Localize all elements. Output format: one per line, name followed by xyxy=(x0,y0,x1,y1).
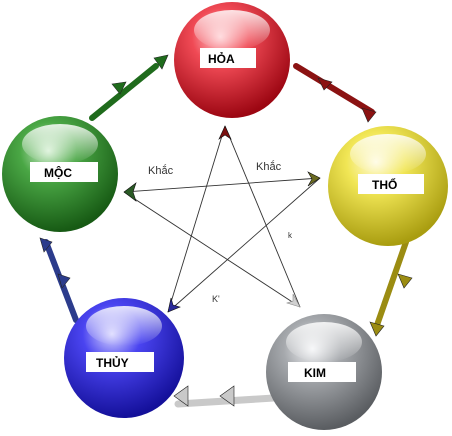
arrow-tho-to-kim xyxy=(369,239,413,337)
label-box-hoa xyxy=(200,48,256,68)
label-box-moc xyxy=(30,162,98,182)
arrow-moc-to-hoa xyxy=(89,54,169,121)
controlling-arrowheads xyxy=(123,125,321,313)
label-k-thuy-hoa: K' xyxy=(212,294,220,304)
label-box-kim xyxy=(288,362,356,382)
arrowhead-icon xyxy=(219,385,235,407)
arrow-shaft xyxy=(89,63,159,121)
node-moc: MỘC xyxy=(2,116,118,232)
arrowhead-icon xyxy=(153,54,169,70)
arrowhead-icon xyxy=(173,385,189,407)
line-kim-to-hoa xyxy=(224,125,301,308)
node-kim: KIM xyxy=(266,314,382,430)
node-label-moc: MỘC xyxy=(44,165,72,180)
arrow-hoa-to-tho xyxy=(293,63,377,123)
arrow-thuy-to-moc xyxy=(39,237,79,323)
controlling-lines xyxy=(123,125,321,313)
arrowhead-icon xyxy=(167,297,181,313)
node-hoa: HỎA xyxy=(174,2,290,118)
arrow-kim-to-thuy xyxy=(173,385,278,408)
label-khac-moc-kim: Khắc xyxy=(148,164,174,177)
arrow-shaft xyxy=(293,63,375,115)
label-khac-tho-moc: Khắc xyxy=(256,160,282,173)
arrowhead-icon xyxy=(218,125,232,140)
arrowhead-icon xyxy=(57,273,71,289)
arrowhead-icon xyxy=(123,182,137,202)
arrowhead-icon xyxy=(111,81,127,95)
line-tho-to-moc xyxy=(123,177,321,193)
node-label-kim: KIM xyxy=(304,366,326,380)
arrowhead-icon xyxy=(397,273,413,289)
label-box-thuy xyxy=(86,352,154,372)
arrowhead-icon xyxy=(307,171,321,187)
node-label-tho: THỔ xyxy=(372,177,397,192)
line-moc-to-kim xyxy=(123,191,301,308)
arrowhead-icon xyxy=(361,107,377,123)
arrowhead-icon xyxy=(39,237,53,253)
arrow-shaft xyxy=(174,394,278,408)
node-tho: THỔ xyxy=(328,126,448,246)
label-k-kim-hoa: k xyxy=(288,231,293,240)
arrowhead-icon xyxy=(286,293,301,308)
arrowhead-icon xyxy=(317,77,333,91)
node-label-hoa: HỎA xyxy=(208,51,235,66)
label-box-tho xyxy=(358,174,424,194)
node-label-thuy: THỦY xyxy=(96,355,129,370)
arrow-shaft xyxy=(373,239,409,331)
line-hoa-to-thuy xyxy=(167,125,226,313)
node-thuy: THỦY xyxy=(64,298,184,418)
generating-arrows xyxy=(39,54,413,408)
arrowhead-icon xyxy=(369,321,385,337)
line-thuy-to-tho xyxy=(167,177,321,313)
